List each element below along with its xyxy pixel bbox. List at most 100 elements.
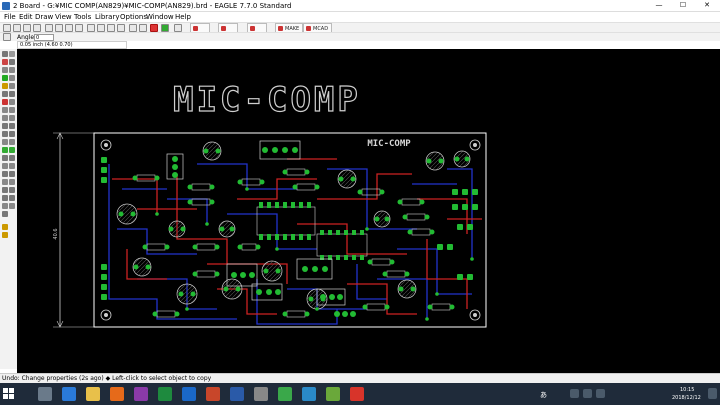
attribute-icon[interactable] bbox=[9, 171, 15, 177]
redo-icon[interactable] bbox=[139, 24, 147, 32]
delete-icon[interactable] bbox=[9, 91, 15, 97]
app-green-icon[interactable] bbox=[326, 387, 340, 401]
open-icon[interactable] bbox=[3, 24, 11, 32]
tray-battery-icon[interactable] bbox=[596, 389, 605, 398]
menu-draw[interactable]: Draw bbox=[35, 13, 54, 21]
miter-icon[interactable] bbox=[9, 203, 15, 209]
route-icon[interactable] bbox=[2, 131, 8, 137]
rotate-icon[interactable] bbox=[9, 75, 15, 81]
hole-icon[interactable] bbox=[2, 171, 8, 177]
arc-icon[interactable] bbox=[9, 147, 15, 153]
ic-u2[interactable] bbox=[316, 230, 368, 260]
notification-icon[interactable] bbox=[708, 388, 717, 399]
eagle-taskbar-icon[interactable] bbox=[350, 387, 364, 401]
word-icon[interactable] bbox=[230, 387, 244, 401]
connectors[interactable] bbox=[166, 140, 346, 306]
task-view-icon[interactable] bbox=[38, 387, 52, 401]
stop-icon[interactable] bbox=[150, 24, 158, 32]
board-canvas[interactable]: MIC-COMP 40.6 MIC-COMP bbox=[17, 49, 720, 373]
name-icon[interactable] bbox=[9, 107, 15, 113]
replace-icon[interactable] bbox=[9, 99, 15, 105]
ratsnest-icon[interactable] bbox=[9, 179, 15, 185]
menu-file[interactable]: File bbox=[4, 13, 16, 21]
show-icon[interactable] bbox=[9, 51, 15, 57]
menu-tools[interactable]: Tools bbox=[74, 13, 92, 21]
zoom-fit-icon[interactable] bbox=[87, 24, 95, 32]
change-icon[interactable] bbox=[9, 83, 15, 89]
add-icon[interactable] bbox=[2, 99, 8, 105]
capacitors[interactable] bbox=[116, 141, 471, 310]
smash-icon[interactable] bbox=[9, 115, 15, 121]
auto-icon[interactable] bbox=[2, 187, 8, 193]
pcb-layout[interactable]: MIC-COMP 40.6 MIC-COMP bbox=[17, 49, 720, 373]
info-icon[interactable] bbox=[2, 51, 8, 57]
frame-icon[interactable] bbox=[2, 211, 8, 217]
move-icon[interactable] bbox=[2, 67, 8, 73]
panel-icon[interactable] bbox=[2, 224, 8, 230]
undo-icon[interactable] bbox=[129, 24, 137, 32]
clock-time[interactable]: 10:15 bbox=[680, 387, 695, 393]
print-icon[interactable] bbox=[23, 24, 31, 32]
mark-icon[interactable] bbox=[9, 59, 15, 65]
lock-icon[interactable] bbox=[2, 107, 8, 113]
menu-view[interactable]: View bbox=[55, 13, 72, 21]
outlook-icon[interactable] bbox=[182, 387, 196, 401]
ic-u1[interactable] bbox=[256, 202, 316, 240]
angle-select[interactable]: 0 bbox=[34, 34, 54, 41]
explorer-icon[interactable] bbox=[86, 387, 100, 401]
menu-library[interactable]: Library bbox=[95, 13, 120, 21]
app-blue-icon[interactable] bbox=[302, 387, 316, 401]
tray-network-icon[interactable] bbox=[570, 389, 579, 398]
mirror-tool-icon[interactable] bbox=[2, 75, 8, 81]
tray-volume-icon[interactable] bbox=[583, 389, 592, 398]
optimize-icon[interactable] bbox=[9, 123, 15, 129]
clock-date[interactable]: 2018/12/12 bbox=[672, 395, 701, 401]
ripup-icon[interactable] bbox=[9, 131, 15, 137]
signal-icon[interactable] bbox=[9, 163, 15, 169]
export-icon[interactable] bbox=[2, 232, 8, 238]
menu-help[interactable]: Help bbox=[175, 13, 191, 21]
zoom-in-icon[interactable] bbox=[97, 24, 105, 32]
meander-icon[interactable] bbox=[2, 203, 8, 209]
firefox-icon[interactable] bbox=[110, 387, 124, 401]
sheet-icon[interactable] bbox=[45, 24, 53, 32]
drc-icon[interactable] bbox=[2, 195, 8, 201]
menu-edit[interactable]: Edit bbox=[19, 13, 33, 21]
ime-indicator[interactable]: あ bbox=[540, 391, 547, 399]
menu-options[interactable]: Options bbox=[120, 13, 148, 21]
wire-icon[interactable] bbox=[2, 139, 8, 145]
close-button[interactable]: ✕ bbox=[704, 1, 710, 9]
copy-icon[interactable] bbox=[9, 67, 15, 73]
errors-icon[interactable] bbox=[9, 195, 15, 201]
menu-window[interactable]: Window bbox=[146, 13, 174, 21]
maximize-button[interactable]: ☐ bbox=[679, 1, 687, 9]
edge-icon[interactable] bbox=[62, 387, 76, 401]
dimension-icon[interactable] bbox=[2, 179, 8, 185]
help-icon[interactable] bbox=[174, 24, 182, 32]
split-icon[interactable] bbox=[2, 123, 8, 129]
excel-icon[interactable] bbox=[158, 387, 172, 401]
cam-icon[interactable] bbox=[33, 24, 41, 32]
go-icon[interactable] bbox=[161, 24, 169, 32]
display-icon[interactable] bbox=[2, 59, 8, 65]
erc-icon[interactable] bbox=[9, 187, 15, 193]
via-icon[interactable] bbox=[2, 163, 8, 169]
mirror-icon[interactable] bbox=[3, 33, 11, 41]
calculator-icon[interactable] bbox=[254, 387, 268, 401]
paste-icon[interactable] bbox=[2, 91, 8, 97]
windows-start-icon[interactable] bbox=[3, 388, 15, 400]
ulp-icon[interactable] bbox=[75, 24, 83, 32]
script-icon[interactable] bbox=[65, 24, 73, 32]
layer-icon[interactable] bbox=[55, 24, 63, 32]
polygon-icon[interactable] bbox=[9, 155, 15, 161]
zoom-out-icon[interactable] bbox=[107, 24, 115, 32]
redraw-icon[interactable] bbox=[117, 24, 125, 32]
text-icon[interactable] bbox=[9, 139, 15, 145]
onenote-icon[interactable] bbox=[134, 387, 148, 401]
minimize-button[interactable]: — bbox=[655, 1, 663, 9]
chrome-icon[interactable] bbox=[278, 387, 292, 401]
resistors[interactable] bbox=[132, 168, 455, 318]
group-icon[interactable] bbox=[2, 83, 8, 89]
value-icon[interactable] bbox=[2, 115, 8, 121]
save-icon[interactable] bbox=[13, 24, 21, 32]
